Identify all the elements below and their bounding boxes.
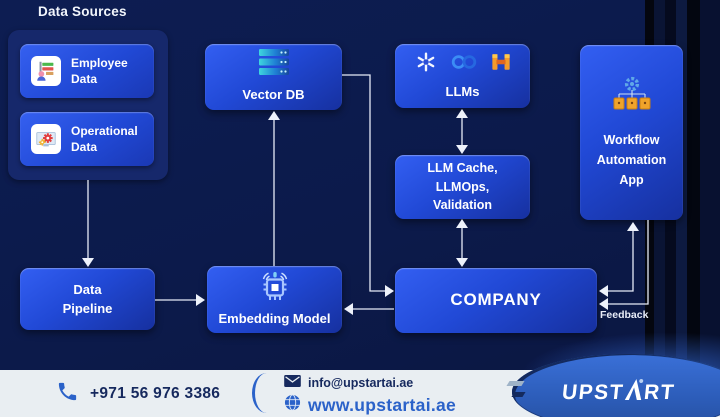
- node-llms: LLMs: [395, 44, 530, 108]
- llm-logos-row: [415, 51, 511, 78]
- website-row: www.upstartai.ae: [284, 394, 456, 416]
- node-data-pipeline: Data Pipeline: [20, 268, 155, 330]
- node-vector-db: Vector DB: [205, 44, 342, 110]
- globe-icon: [284, 394, 301, 416]
- ai-chip-icon: [256, 271, 294, 306]
- phone-icon: [56, 380, 79, 408]
- employee-data-icon: [31, 56, 61, 86]
- logo-a-glyph: [624, 378, 645, 407]
- workflow-app-label: Workflow Automation App: [596, 133, 667, 188]
- node-operational-data: Operational Data: [20, 112, 154, 166]
- logo-speed-dash: [506, 381, 525, 386]
- node-workflow-app: Workflow Automation App: [580, 45, 683, 220]
- openai-logo-icon: [415, 51, 437, 78]
- llms-label: LLMs: [445, 83, 480, 99]
- phone-number: +971 56 976 3386: [90, 384, 221, 402]
- logo-text-left: UPST: [561, 380, 626, 403]
- node-employee-data: Employee Data: [20, 44, 154, 98]
- upstart-logo-text: UPST RT: [561, 378, 695, 407]
- email-address: info@upstartai.ae: [308, 376, 414, 390]
- phone-group: +971 56 976 3386: [56, 370, 220, 417]
- logo-text-right: RT: [643, 380, 677, 403]
- mail-icon: [284, 374, 301, 392]
- data-pipeline-label: Data Pipeline: [62, 281, 113, 317]
- llm-cache-label: LLM Cache, LLMOps, Validation: [427, 160, 498, 213]
- workflow-automation-icon: [610, 75, 654, 118]
- vector-db-label: Vector DB: [242, 87, 305, 103]
- node-embedding-model: Embedding Model: [207, 266, 342, 333]
- huggingface-logo-icon: [491, 52, 511, 77]
- meta-logo-icon: [450, 53, 478, 76]
- separator-arc: [252, 373, 281, 413]
- node-llm-cache: LLM Cache, LLMOps, Validation: [395, 155, 530, 219]
- contact-column: info@upstartai.ae www.upstartai.ae: [284, 374, 456, 416]
- website-url: www.upstartai.ae: [308, 394, 457, 415]
- server-stack-icon: [258, 49, 289, 80]
- employee-data-label: Employee Data: [71, 55, 128, 86]
- feedback-edge-label: Feedback: [600, 309, 649, 321]
- operational-data-icon: [31, 124, 61, 154]
- operational-data-label: Operational Data: [71, 123, 138, 154]
- data-sources-title: Data Sources: [38, 4, 127, 19]
- upstart-logo: UPST RT: [512, 354, 720, 417]
- email-row: info@upstartai.ae: [284, 374, 456, 392]
- company-label: COMPANY: [450, 290, 542, 310]
- embedding-model-label: Embedding Model: [218, 310, 331, 326]
- node-company: COMPANY: [395, 268, 597, 333]
